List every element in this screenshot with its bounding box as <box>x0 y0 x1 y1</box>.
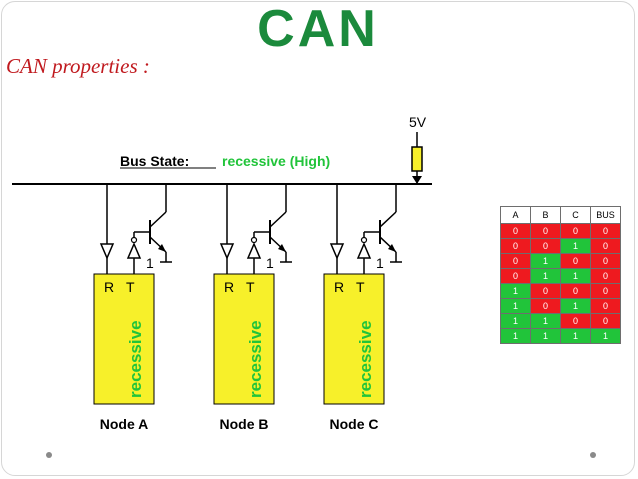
truth-cell: 0 <box>560 223 591 239</box>
truth-cell: 1 <box>560 328 591 344</box>
truth-cell: 1 <box>530 268 561 284</box>
node-a-tx-inverter <box>130 236 138 244</box>
truth-cell: 1 <box>590 328 621 344</box>
node-c-tx-inverter <box>360 236 368 244</box>
truth-header-c: C <box>560 206 591 224</box>
truth-header-bus: BUS <box>590 206 621 224</box>
bus-state-label: Bus State: <box>120 153 189 169</box>
truth-cell: 0 <box>590 283 621 299</box>
truth-header-b: B <box>530 206 561 224</box>
truth-cell: 0 <box>560 283 591 299</box>
truth-header-a: A <box>500 206 531 224</box>
can-logo: CAN <box>257 0 379 52</box>
node-a-r-label: R <box>104 279 114 295</box>
node-a-name: Node A <box>100 416 148 432</box>
supply-label: 5V <box>409 114 427 130</box>
nav-dot-left <box>46 452 52 458</box>
truth-cell: 0 <box>500 238 531 254</box>
truth-cell: 1 <box>560 298 591 314</box>
node-c-collector <box>379 211 397 228</box>
node-b-body <box>213 273 275 405</box>
node-c-rx-buffer <box>329 243 345 260</box>
truth-cell: 0 <box>560 313 591 329</box>
nav-dot-right <box>590 452 596 458</box>
truth-cell: 1 <box>560 268 591 284</box>
truth-cell: 1 <box>500 298 531 314</box>
node-c-emitter-arrow <box>388 244 396 252</box>
node-b-tx-inverter <box>250 236 258 244</box>
truth-cell: 1 <box>500 313 531 329</box>
bus-state-value: recessive (High) <box>222 153 330 169</box>
node-b-tx-value: 1 <box>266 255 274 271</box>
truth-cell: 1 <box>500 328 531 344</box>
truth-cell: 0 <box>590 223 621 239</box>
node-a-tx-buffer <box>126 242 142 259</box>
truth-cell: 0 <box>500 268 531 284</box>
truth-cell: 0 <box>530 283 561 299</box>
node-c-r-label: R <box>334 279 344 295</box>
truth-cell: 0 <box>590 298 621 314</box>
truth-cell: 1 <box>530 313 561 329</box>
truth-cell: 0 <box>530 238 561 254</box>
node-c-t-label: T <box>356 279 365 295</box>
truth-cell: 1 <box>560 238 591 254</box>
node-b-state: recessive <box>246 320 265 398</box>
node-a-tx-value: 1 <box>146 255 154 271</box>
node-c-name: Node C <box>330 416 379 432</box>
node-a-collector <box>149 211 167 228</box>
can-logo-text: CAN <box>257 0 379 52</box>
truth-cell: 1 <box>500 283 531 299</box>
page-title: CAN properties : <box>6 54 150 78</box>
truth-cell: 0 <box>590 268 621 284</box>
node-a-rx-buffer <box>99 243 115 260</box>
truth-cell: 0 <box>500 253 531 269</box>
node-c-state: recessive <box>356 320 375 398</box>
node-b-collector <box>269 211 287 228</box>
node-c-tx-value: 1 <box>376 255 384 271</box>
truth-cell: 0 <box>590 313 621 329</box>
node-c-body <box>323 273 385 405</box>
node-a-t-label: T <box>126 279 135 295</box>
node-b-t-label: T <box>246 279 255 295</box>
node-a-emitter-arrow <box>158 244 166 252</box>
node-a-state: recessive <box>126 320 145 398</box>
node-a-body <box>93 273 155 405</box>
bus-junction-arrow <box>412 176 422 184</box>
node-b-rx-buffer <box>219 243 235 260</box>
node-b-emitter-arrow <box>278 244 286 252</box>
truth-cell: 0 <box>590 238 621 254</box>
truth-cell: 0 <box>590 253 621 269</box>
node-b-name: Node B <box>220 416 269 432</box>
truth-cell: 0 <box>560 253 591 269</box>
truth-cell: 1 <box>530 253 561 269</box>
node-b-tx-buffer <box>246 242 262 259</box>
pullup-resistor <box>411 146 423 172</box>
truth-cell: 0 <box>530 298 561 314</box>
node-b-r-label: R <box>224 279 234 295</box>
truth-cell: 0 <box>530 223 561 239</box>
node-c-tx-buffer <box>356 242 372 259</box>
truth-cell: 0 <box>500 223 531 239</box>
truth-cell: 1 <box>530 328 561 344</box>
